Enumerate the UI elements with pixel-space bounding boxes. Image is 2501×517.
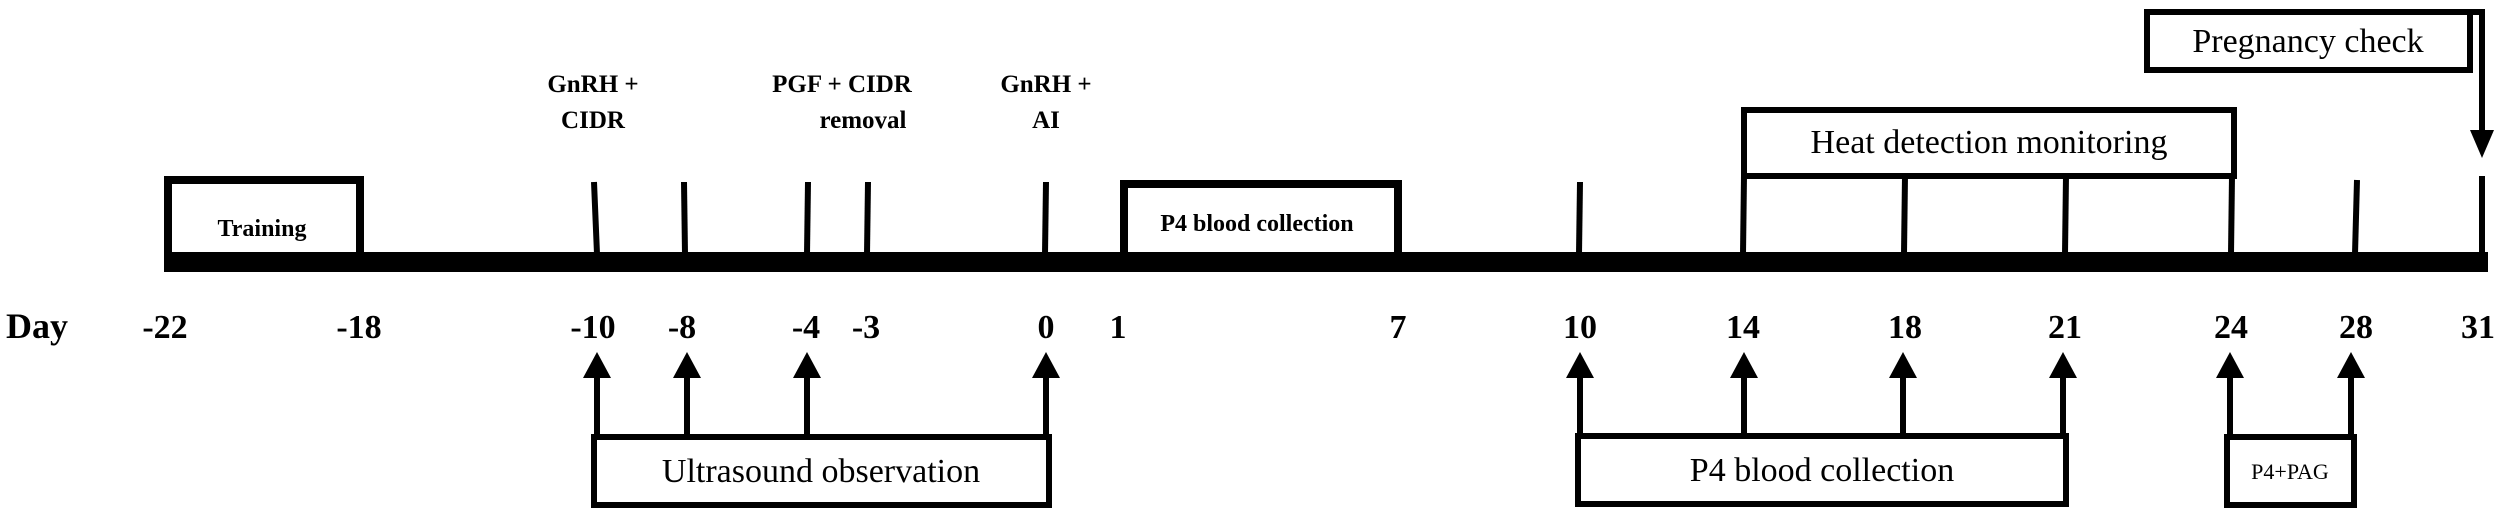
tick-minus-10 xyxy=(591,181,600,255)
day-label-10: 10 xyxy=(1563,309,1597,346)
pregnancy-check-label: Pregnancy check xyxy=(2192,23,2423,60)
tick-24 xyxy=(2228,175,2235,255)
up-arrow-24 xyxy=(2216,352,2244,440)
p4-blood-collection-bottom-label: P4 blood collection xyxy=(1690,452,1954,489)
pregnancy-check-arrowhead xyxy=(2470,130,2494,158)
day-label-24: 24 xyxy=(2214,309,2248,346)
tick-minus-4 xyxy=(804,181,811,255)
day-label-minus-18: -18 xyxy=(336,309,381,346)
tick-marks xyxy=(591,175,2485,255)
tick-minus-3 xyxy=(864,181,871,255)
p4-blood-collection-top-box: P4 blood collection xyxy=(1120,180,1402,272)
day-label-31: 31 xyxy=(2461,309,2495,346)
day-label-14: 14 xyxy=(1726,309,1760,346)
tick-21 xyxy=(2062,175,2069,255)
day-label-minus-22: -22 xyxy=(142,309,187,346)
day-label-0: 0 xyxy=(1038,309,1055,346)
up-arrow-21 xyxy=(2049,352,2077,440)
heat-detection-label: Heat detection monitoring xyxy=(1811,124,2168,161)
day-axis-label: Day xyxy=(6,306,68,346)
tick-14 xyxy=(1740,175,1747,255)
ultrasound-observation-label: Ultrasound observation xyxy=(662,453,980,490)
pgf-cidr-removal-label-line2: removal xyxy=(819,107,906,134)
day-label-21: 21 xyxy=(2048,309,2082,346)
up-arrow-minus-10 xyxy=(583,352,611,440)
day-label-minus-3: -3 xyxy=(852,309,880,346)
day-label-minus-8: -8 xyxy=(668,309,696,346)
training-box: Training xyxy=(164,176,364,272)
tick-minus-8 xyxy=(681,181,688,255)
gnrh-cidr-label-line1: GnRH + xyxy=(547,71,638,98)
pregnancy-check-box: Pregnancy check xyxy=(2144,9,2473,73)
tick-0 xyxy=(1042,181,1049,255)
tick-10 xyxy=(1576,181,1583,255)
up-arrow-28 xyxy=(2337,352,2365,440)
up-arrow-10 xyxy=(1566,352,1594,440)
up-arrow-minus-4 xyxy=(793,352,821,440)
training-label: Training xyxy=(218,216,307,242)
up-arrows xyxy=(583,352,2365,440)
gnrh-ai-label-line2: AI xyxy=(1032,107,1060,134)
p4-blood-collection-top-label: P4 blood collection xyxy=(1160,211,1353,237)
day-label-18: 18 xyxy=(1888,309,1922,346)
heat-detection-box: Heat detection monitoring xyxy=(1741,107,2237,179)
day-label-minus-10: -10 xyxy=(570,309,615,346)
gnrh-ai-label-line1: GnRH + xyxy=(1000,71,1091,98)
up-arrow-minus-8 xyxy=(673,352,701,440)
ultrasound-observation-box: Ultrasound observation xyxy=(591,434,1052,508)
up-arrow-18 xyxy=(1889,352,1917,440)
p4-pag-box: P4+PAG xyxy=(2224,434,2357,508)
day-label-minus-4: -4 xyxy=(792,309,820,346)
day-label-7: 7 xyxy=(1390,309,1407,346)
p4-blood-collection-bottom-box: P4 blood collection xyxy=(1575,433,2069,507)
pgf-cidr-removal-label-line1: PGF + CIDR xyxy=(772,71,913,98)
up-arrow-14 xyxy=(1730,352,1758,440)
p4-pag-label: P4+PAG xyxy=(2251,459,2329,484)
tick-18 xyxy=(1901,175,1908,255)
day-label-1: 1 xyxy=(1110,309,1127,346)
up-arrow-0 xyxy=(1032,352,1060,440)
gnrh-cidr-label-line2: CIDR xyxy=(561,107,626,134)
tick-28 xyxy=(2352,179,2360,255)
day-label-28: 28 xyxy=(2339,309,2373,346)
timeline-bar xyxy=(170,252,2488,272)
